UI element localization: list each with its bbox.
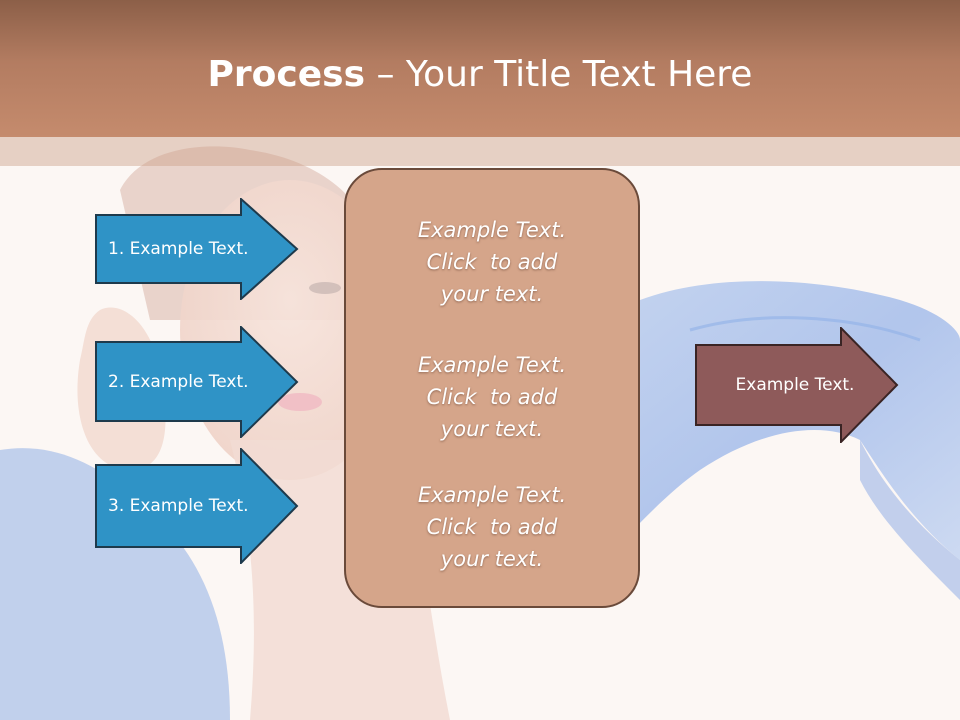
step-arrow-2[interactable]: 2. Example Text.: [95, 326, 299, 438]
title-rest: Your Title Text Here: [405, 54, 753, 95]
step-arrow-1[interactable]: 1. Example Text.: [95, 198, 299, 300]
arrow-shape: [95, 448, 299, 564]
arrow-shape: [695, 327, 899, 443]
center-content-box[interactable]: Example Text. Click to add your text. Ex…: [344, 168, 640, 608]
text-block-1[interactable]: Example Text. Click to add your text.: [346, 214, 638, 310]
text-line: your text.: [440, 417, 544, 441]
text-line: Click to add: [426, 250, 558, 274]
text-line: Example Text.: [417, 218, 567, 242]
text-line: your text.: [440, 547, 544, 571]
text-line: Click to add: [426, 515, 558, 539]
text-line: Example Text.: [417, 353, 567, 377]
step-label: 3. Example Text.: [108, 496, 249, 516]
title-bold: Process: [207, 54, 366, 95]
title-strip: [0, 137, 960, 166]
output-arrow[interactable]: Example Text.: [695, 327, 899, 443]
text-block-3[interactable]: Example Text. Click to add your text.: [346, 479, 638, 575]
arrow-shape: [95, 198, 299, 300]
text-line: Example Text.: [417, 483, 567, 507]
title-bar: [0, 0, 960, 137]
text-block-2[interactable]: Example Text. Click to add your text.: [346, 349, 638, 445]
text-line: your text.: [440, 282, 544, 306]
step-arrow-3[interactable]: 3. Example Text.: [95, 448, 299, 564]
title-dash: –: [365, 54, 406, 95]
slide-title: Process – Your Title Text Here: [0, 52, 960, 98]
output-label: Example Text.: [735, 375, 855, 395]
step-label: 2. Example Text.: [108, 371, 249, 392]
text-line: Click to add: [426, 385, 558, 409]
step-label: 1. Example Text.: [108, 239, 249, 259]
arrow-shape: [95, 326, 299, 438]
